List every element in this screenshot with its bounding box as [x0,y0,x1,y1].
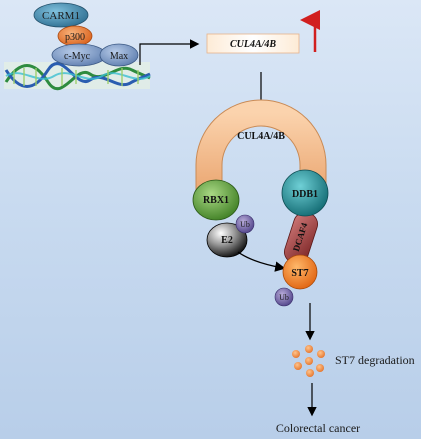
max-label: Max [110,51,128,62]
cul4-scaffold-arc: CUL4A/4B [195,99,327,212]
cmyc-label: c-Myc [64,51,91,62]
degradation-fragments [292,345,325,377]
cul4-box-label: CUL4A/4B [230,39,276,50]
cul4-arc-label: CUL4A/4B [237,131,285,142]
carm1-node: CARM1 [33,2,89,28]
p300-node: p300 [57,25,93,47]
e2-label: E2 [221,235,233,246]
activation-arrow [139,39,200,65]
max-node: Max [99,43,139,67]
carm1-label: CARM1 [42,10,80,22]
cmyc-node: c-Myc [51,43,107,67]
ub-transfer-arrow [237,251,286,272]
ub-e2-label: Ub [240,220,250,229]
e2-node: E2 [206,222,248,258]
ub-st7-label: Ub [279,293,289,302]
cul4-expression-box: CUL4A/4B [206,33,300,54]
ddb1-label: DDB1 [292,189,318,200]
colorectal-cancer-label: Colorectal cancer [276,421,360,435]
st7-degradation-label: ST7 degradation [335,353,415,367]
ub-on-st7: Ub [274,287,294,307]
dcaf4-node: DCAF4 [284,212,318,264]
dna-helix [4,62,151,91]
st7-node: ST7 [282,254,318,290]
p300-label: p300 [65,32,85,43]
rbx1-node: RBX1 [192,179,240,221]
st7-label: ST7 [291,268,308,279]
ddb1-node: DDB1 [281,169,329,217]
ub-on-e2: Ub [235,214,255,234]
rbx1-label: RBX1 [203,195,229,206]
